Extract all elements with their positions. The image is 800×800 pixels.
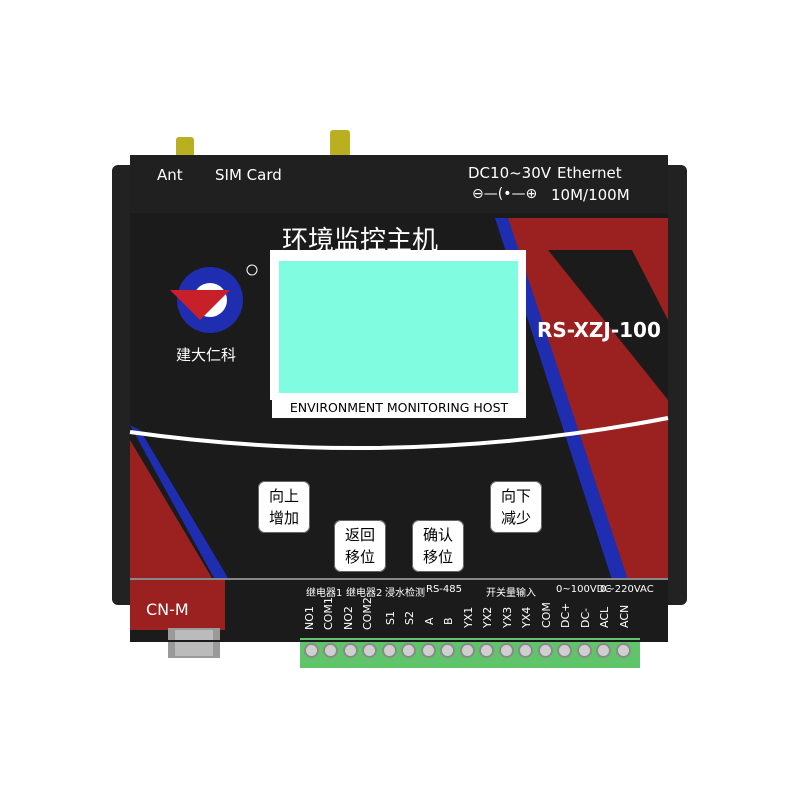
group-relay1: 继电器1: [306, 588, 343, 599]
terminal-screw: [538, 643, 553, 658]
terminal-s1: S1: [384, 611, 397, 625]
group-rs485: RS-485: [426, 584, 462, 595]
terminal-screw: [577, 643, 592, 658]
terminal-acl: ACL: [598, 606, 611, 628]
model-label: RS-XZJ-100: [537, 318, 661, 342]
confirm-shift-button[interactable]: 确认移位: [412, 520, 464, 572]
terminal-screw: [460, 643, 475, 658]
brand-logo-text: 建大仁科: [176, 346, 237, 364]
terminal-dc-plus: DC+: [559, 602, 572, 628]
terminal-com1: COM1: [322, 597, 335, 630]
group-water: 浸水检测: [385, 588, 425, 599]
terminal-screw: [401, 643, 416, 658]
connector-label: CN-M: [146, 600, 189, 619]
down-decrease-button[interactable]: 向下减少: [490, 481, 542, 533]
ethernet-label: Ethernet: [557, 164, 622, 182]
terminal-screw: [343, 643, 358, 658]
terminal-screw: [479, 643, 494, 658]
terminal-screw: [304, 643, 319, 658]
terminal-screw: [557, 643, 572, 658]
terminal-com: COM: [540, 602, 553, 628]
up-increase-button[interactable]: 向上增加: [258, 481, 310, 533]
antenna-connector-right: [330, 130, 350, 157]
terminal-a: A: [423, 617, 436, 625]
terminal-screw: [499, 643, 514, 658]
group-relay2: 继电器2: [346, 588, 383, 599]
mounting-ear-right: [665, 165, 687, 605]
lcd-caption: ENVIRONMENT MONITORING HOST: [272, 398, 526, 418]
terminal-screw: [596, 643, 611, 658]
terminal-screw: [362, 643, 377, 658]
antenna-connector-left: [176, 137, 194, 157]
terminal-yx1: YX1: [462, 606, 475, 628]
ant-label: Ant: [157, 166, 183, 184]
terminal-no2: NO2: [342, 606, 355, 630]
polarity-icon: ⊖—(•—⊕: [472, 186, 538, 202]
terminal-screw: [440, 643, 455, 658]
terminal-s2: S2: [403, 611, 416, 625]
terminal-yx2: YX2: [481, 606, 494, 628]
terminal-acn: ACN: [618, 604, 631, 628]
group-switch-input: 开关量输入: [486, 588, 536, 599]
sim-card-label: SIM Card: [215, 166, 282, 184]
lcd-screen: [279, 261, 518, 393]
power-label: DC10~30V: [468, 164, 552, 182]
ethernet-speed-label: 10M/100M: [551, 186, 630, 204]
group-0-220vac: 0~220VAC: [600, 584, 654, 595]
terminal-screw: [323, 643, 338, 658]
terminal-screw: [616, 643, 631, 658]
terminal-dc-minus: DC-: [579, 607, 592, 628]
terminal-screw: [382, 643, 397, 658]
mounting-ear-left: [112, 165, 134, 605]
terminal-screw: [421, 643, 436, 658]
terminal-b: B: [442, 617, 455, 625]
terminal-com2: COM2: [361, 597, 374, 630]
back-shift-button[interactable]: 返回移位: [334, 520, 386, 572]
terminal-no1: NO1: [303, 606, 316, 630]
terminal-yx4: YX4: [520, 606, 533, 628]
group-0-100vdc: 0~100VDC: [556, 584, 612, 595]
terminal-screw: [518, 643, 533, 658]
terminal-yx3: YX3: [501, 606, 514, 628]
